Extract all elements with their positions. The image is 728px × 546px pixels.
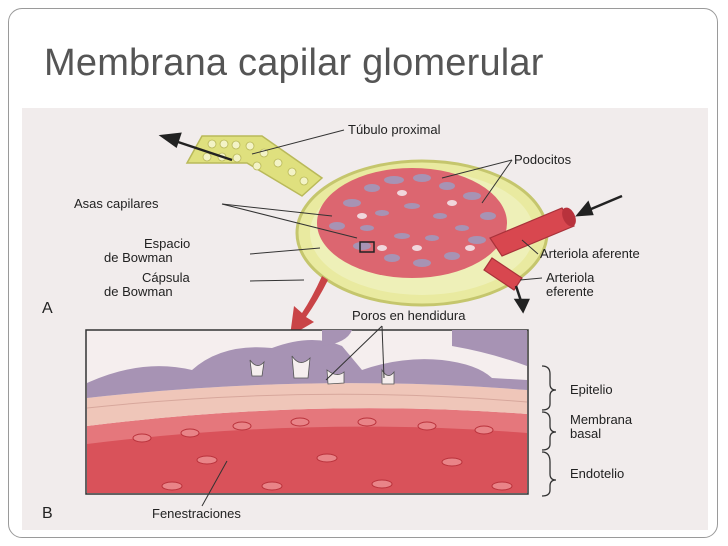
leader-lines-b: [201, 325, 385, 507]
label-podocitos: Podocitos: [514, 152, 572, 167]
label-endotelio: Endotelio: [570, 466, 624, 481]
label-espacio-bowman-1: Espacio: [144, 236, 190, 251]
zoom-box: [359, 241, 375, 253]
zoom-arrow: [290, 276, 328, 336]
label-membrana-basal-2: basal: [570, 426, 601, 441]
label-fenestraciones: Fenestraciones: [152, 506, 241, 521]
afferent-arteriole: [489, 207, 576, 257]
figure-svg: A Túbulo proximal Podocitos Asas capilar…: [22, 108, 708, 530]
efferent-arteriole: [483, 257, 523, 291]
label-capsula-bowman-2: de Bowman: [104, 284, 173, 299]
label-arteriola-eferente-2: eferente: [546, 284, 594, 299]
slide-title: Membrana capilar glomerular: [44, 42, 544, 84]
label-arteriola-aferente: Arteriola aferente: [540, 246, 640, 261]
label-poros-hendidura: Poros en hendidura: [352, 308, 466, 323]
label-capsula-bowman-1: Cápsula: [142, 270, 190, 285]
glomerular-figure: A Túbulo proximal Podocitos Asas capilar…: [22, 108, 708, 530]
panel-a-label: A: [42, 300, 53, 317]
label-espacio-bowman-2: de Bowman: [104, 250, 173, 265]
panel-b-label: B: [42, 505, 53, 522]
capillary-tuft: [317, 168, 507, 278]
label-epitelio: Epitelio: [570, 382, 613, 397]
label-tubulo-proximal: Túbulo proximal: [348, 122, 441, 137]
label-membrana-basal-1: Membrana: [570, 412, 633, 427]
layer-brackets: [541, 365, 557, 497]
label-asas-capilares: Asas capilares: [74, 196, 159, 211]
leader-lines-a: [221, 129, 543, 282]
label-arteriola-eferente-1: Arteriola: [546, 270, 595, 285]
proximal-tubule: [185, 135, 324, 197]
flow-arrows: [158, 132, 623, 314]
membrane-panel: [85, 329, 529, 495]
